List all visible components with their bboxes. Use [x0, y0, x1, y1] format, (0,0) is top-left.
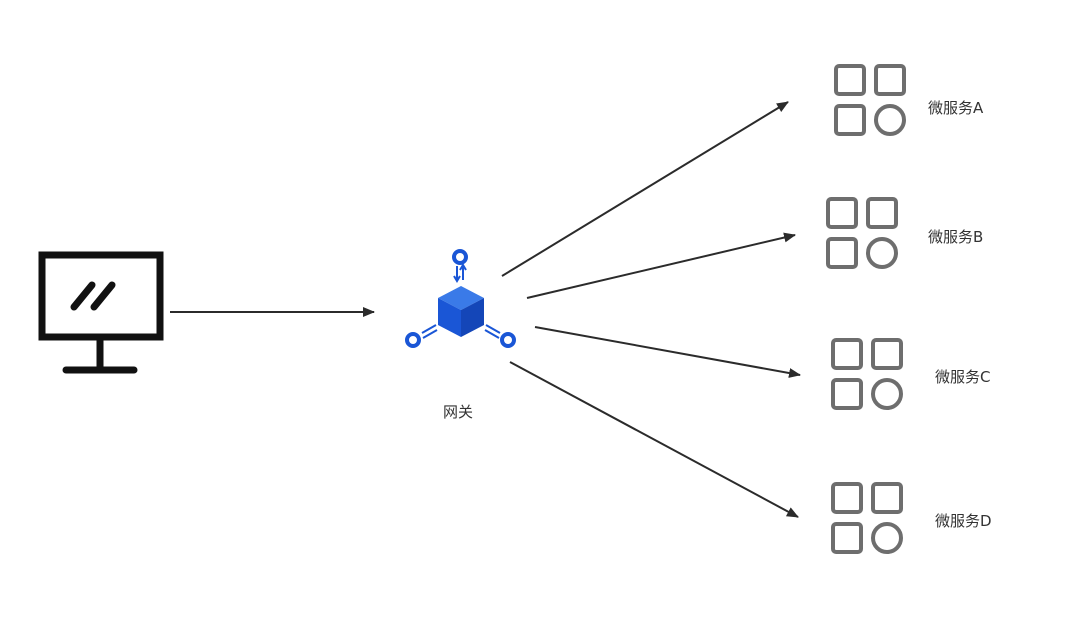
apps-grid-icon [834, 64, 906, 136]
microservice-d-label: 微服务D [935, 512, 992, 530]
apps-grid-icon [826, 197, 898, 269]
arrow-gateway-to-service-b [526, 232, 796, 299]
microservice-a-label: 微服务A [928, 99, 984, 117]
arrow-gateway-to-service-a [501, 101, 789, 277]
apps-grid-icon [831, 482, 903, 554]
gateway-cube-icon [405, 249, 516, 348]
microservice-b-label: 微服务B [928, 228, 984, 246]
gateway-label: 网关 [443, 403, 474, 421]
arrow-gateway-to-service-d [509, 361, 799, 518]
microservice-c-label: 微服务C [935, 368, 991, 386]
monitor-icon [38, 251, 164, 374]
arrow-gateway-to-service-c [534, 326, 801, 378]
apps-grid-icon [831, 338, 903, 410]
